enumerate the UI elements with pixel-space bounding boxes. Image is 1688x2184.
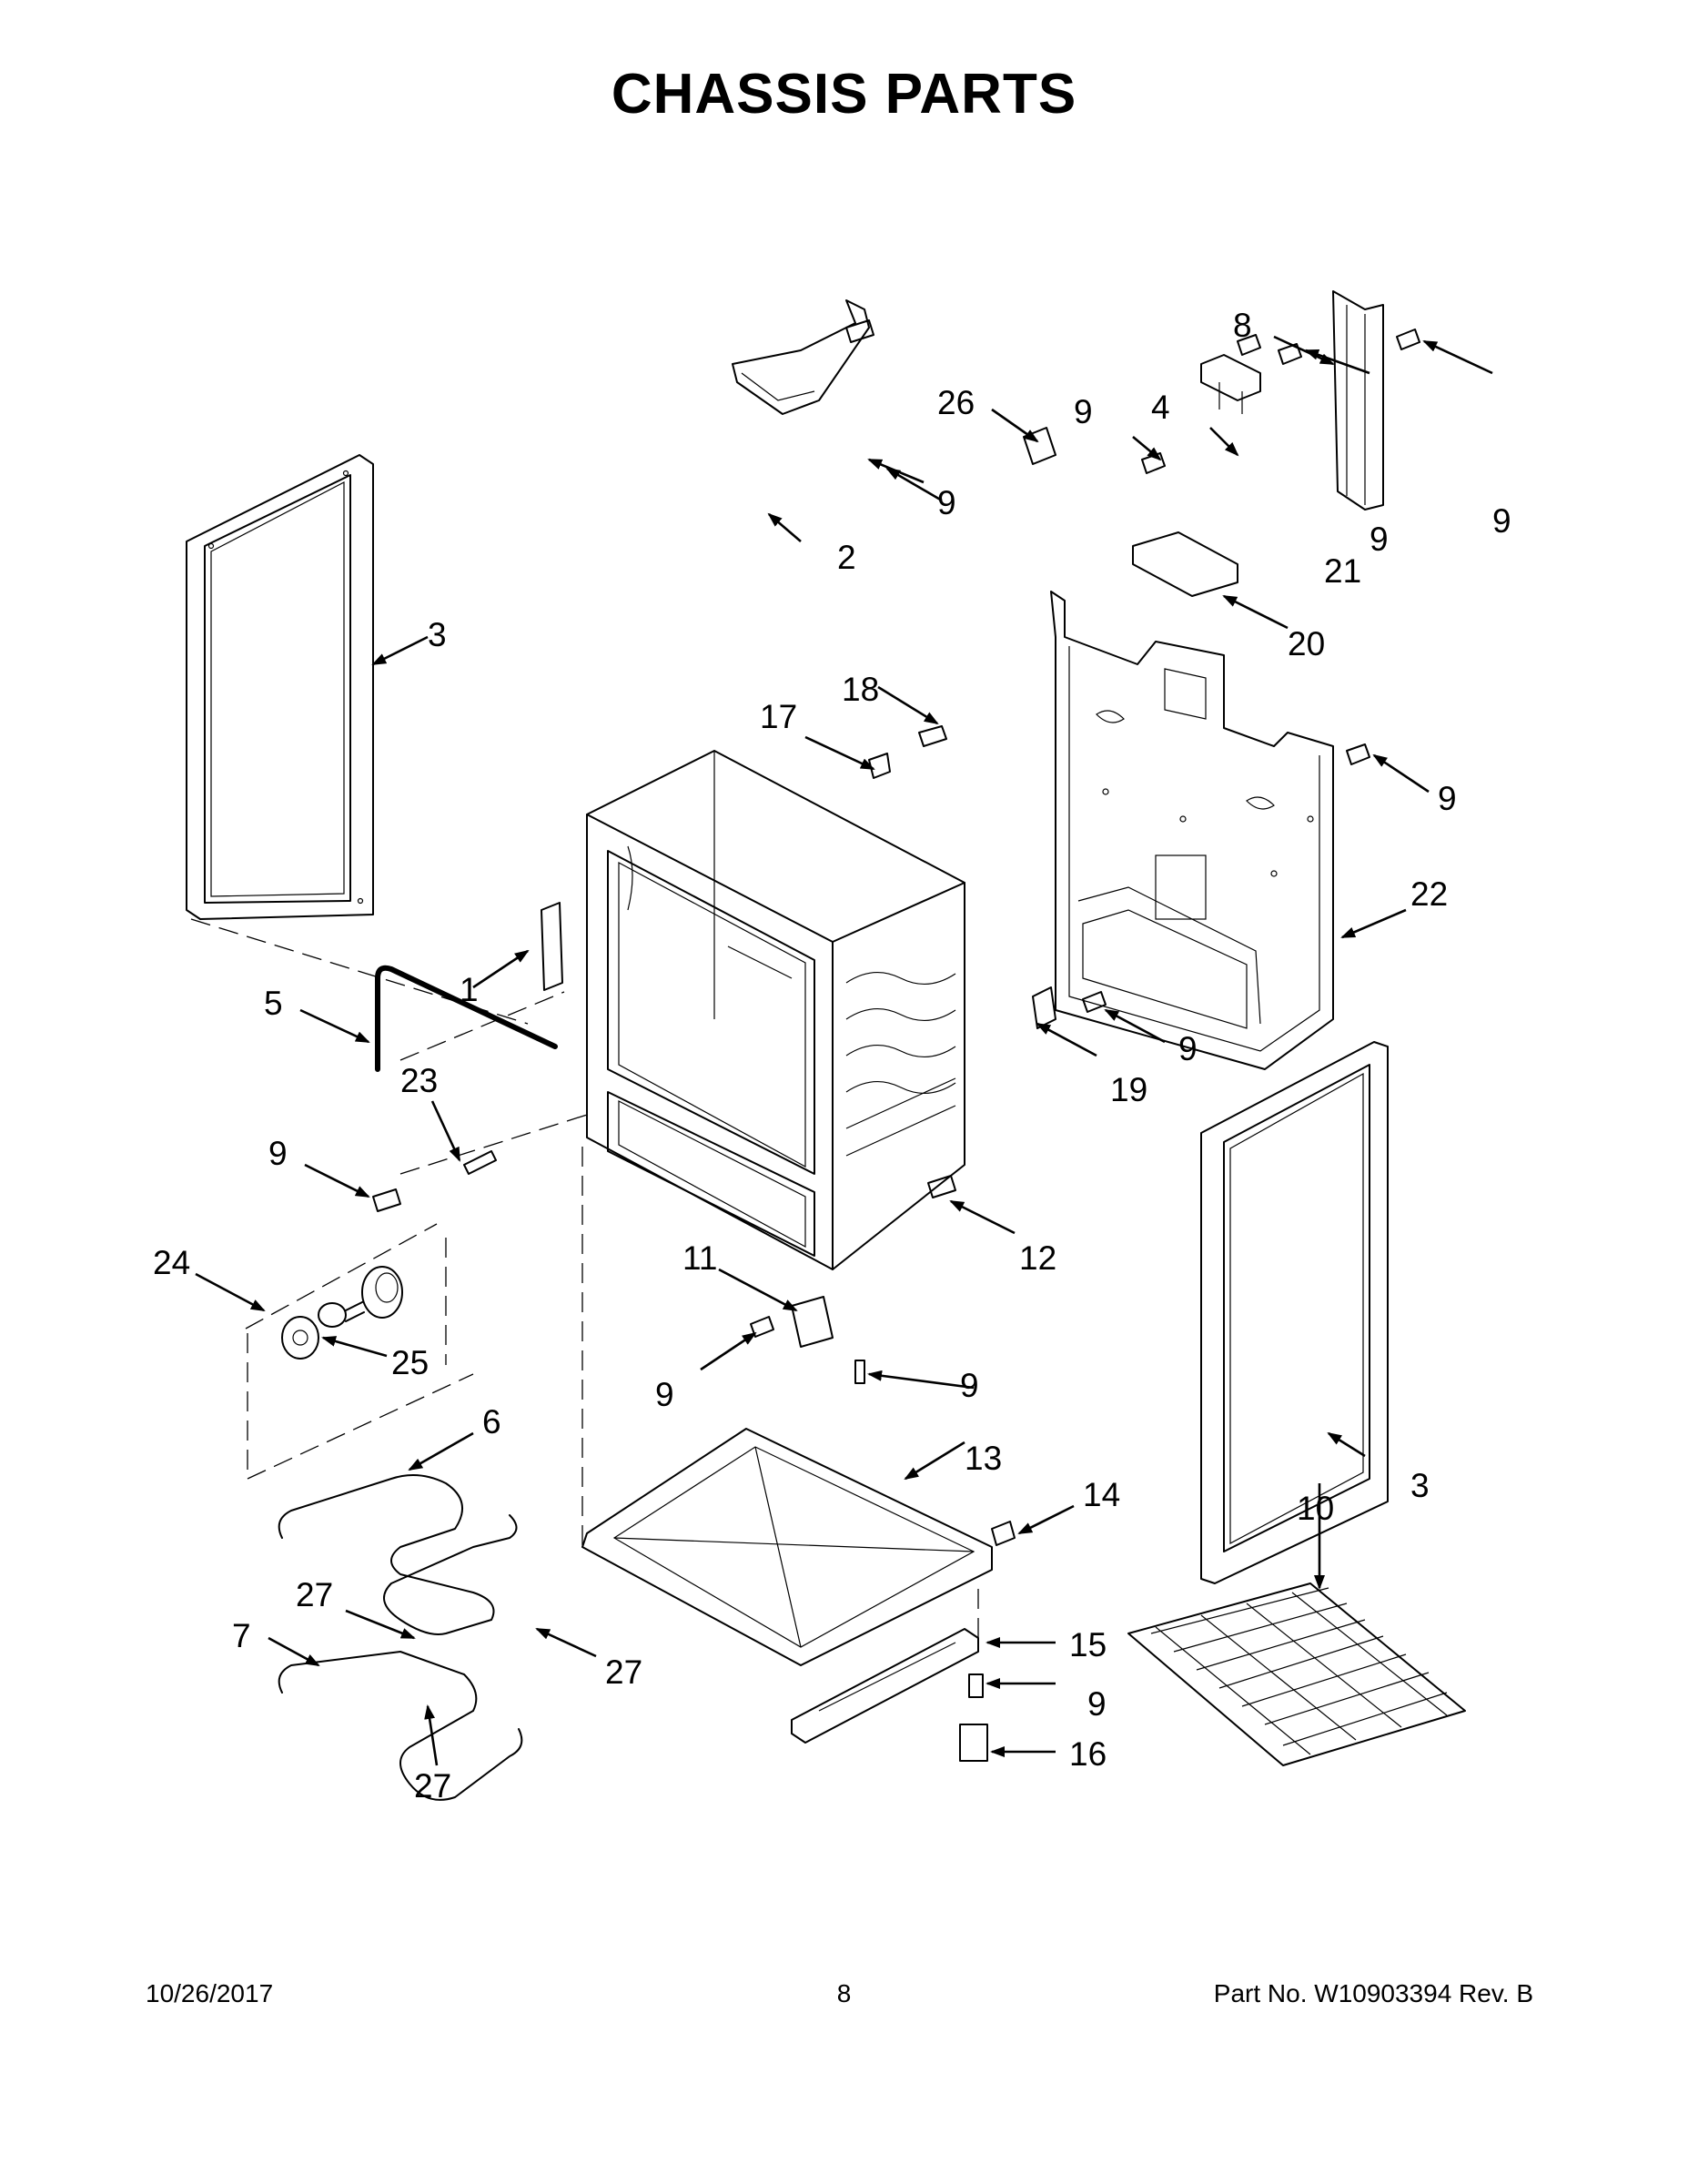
side-panel-right	[1200, 1041, 1389, 1584]
callout-9-top-bracket: 9	[937, 484, 956, 521]
callout-13: 13	[965, 1440, 1002, 1477]
callout-3-left: 3	[428, 616, 447, 653]
callout-9-clip: 9	[1370, 521, 1389, 558]
callout-24: 24	[153, 1244, 190, 1281]
callout-2: 2	[837, 539, 856, 576]
assembly-lines	[190, 918, 979, 1638]
footer-date: 10/26/2017	[146, 1979, 274, 2007]
callout-9-vertical: 9	[1492, 502, 1511, 540]
callout-18: 18	[842, 671, 879, 708]
callout-3-right: 3	[1410, 1467, 1430, 1504]
light-assembly	[281, 1266, 403, 1360]
footer-part-number: Part No. W10903394 Rev. B	[1213, 1979, 1533, 2007]
callout-9-lower-rear: 9	[1178, 1030, 1198, 1067]
callout-12: 12	[1019, 1239, 1056, 1277]
side-panel-left	[186, 454, 374, 920]
hardware-screws	[372, 319, 1420, 1762]
callout-25: 25	[391, 1344, 429, 1381]
callout-7: 7	[232, 1617, 251, 1654]
callout-10: 10	[1297, 1490, 1334, 1527]
rear-panel	[1050, 591, 1334, 1070]
page-title: CHASSIS PARTS	[611, 63, 1077, 126]
vertical-bracket	[1332, 290, 1384, 511]
callout-9-valve-left: 9	[655, 1376, 674, 1413]
callout-9-top-center: 9	[1074, 393, 1093, 430]
flat-bracket	[1132, 531, 1238, 597]
callout-27-lower: 27	[414, 1767, 451, 1805]
callout-17: 17	[760, 698, 797, 735]
gasket	[375, 965, 558, 1072]
callout-26: 26	[937, 384, 975, 421]
callout-labels: 1 2 3 3 4 5 6 7 8 9 9 9 9 9 9 9 9 9 9 10…	[153, 307, 1511, 1805]
callout-5: 5	[264, 985, 283, 1022]
leader-arrows	[195, 335, 1493, 1766]
callout-8: 8	[1233, 307, 1252, 344]
callout-20: 20	[1288, 625, 1325, 662]
callout-27-right: 27	[605, 1653, 642, 1691]
callout-4: 4	[1151, 389, 1170, 426]
callout-14: 14	[1083, 1476, 1120, 1513]
leveling-rail	[791, 1628, 979, 1744]
top-bracket	[732, 299, 870, 415]
callout-19: 19	[1110, 1071, 1147, 1108]
footer-page-number: 8	[836, 1979, 852, 2007]
callout-21: 21	[1324, 552, 1361, 590]
clip-bracket	[1200, 354, 1261, 414]
callout-23: 23	[400, 1062, 438, 1099]
callout-9-valve-right: 9	[960, 1367, 979, 1404]
callout-9-left: 9	[268, 1135, 288, 1172]
callout-27-upper: 27	[296, 1576, 333, 1613]
oven-cavity	[586, 750, 965, 1270]
callout-22: 22	[1410, 875, 1448, 913]
bottom-tray	[581, 1428, 993, 1666]
oven-rack	[1127, 1582, 1466, 1766]
broil-element	[278, 1651, 523, 1801]
callout-16: 16	[1069, 1735, 1107, 1773]
callout-9-rail: 9	[1087, 1685, 1107, 1723]
callout-11: 11	[682, 1239, 717, 1277]
callout-15: 15	[1069, 1626, 1107, 1663]
callout-1: 1	[460, 971, 479, 1008]
callout-6: 6	[482, 1403, 501, 1441]
bake-element	[278, 1474, 518, 1635]
callout-9-rear: 9	[1438, 780, 1457, 817]
